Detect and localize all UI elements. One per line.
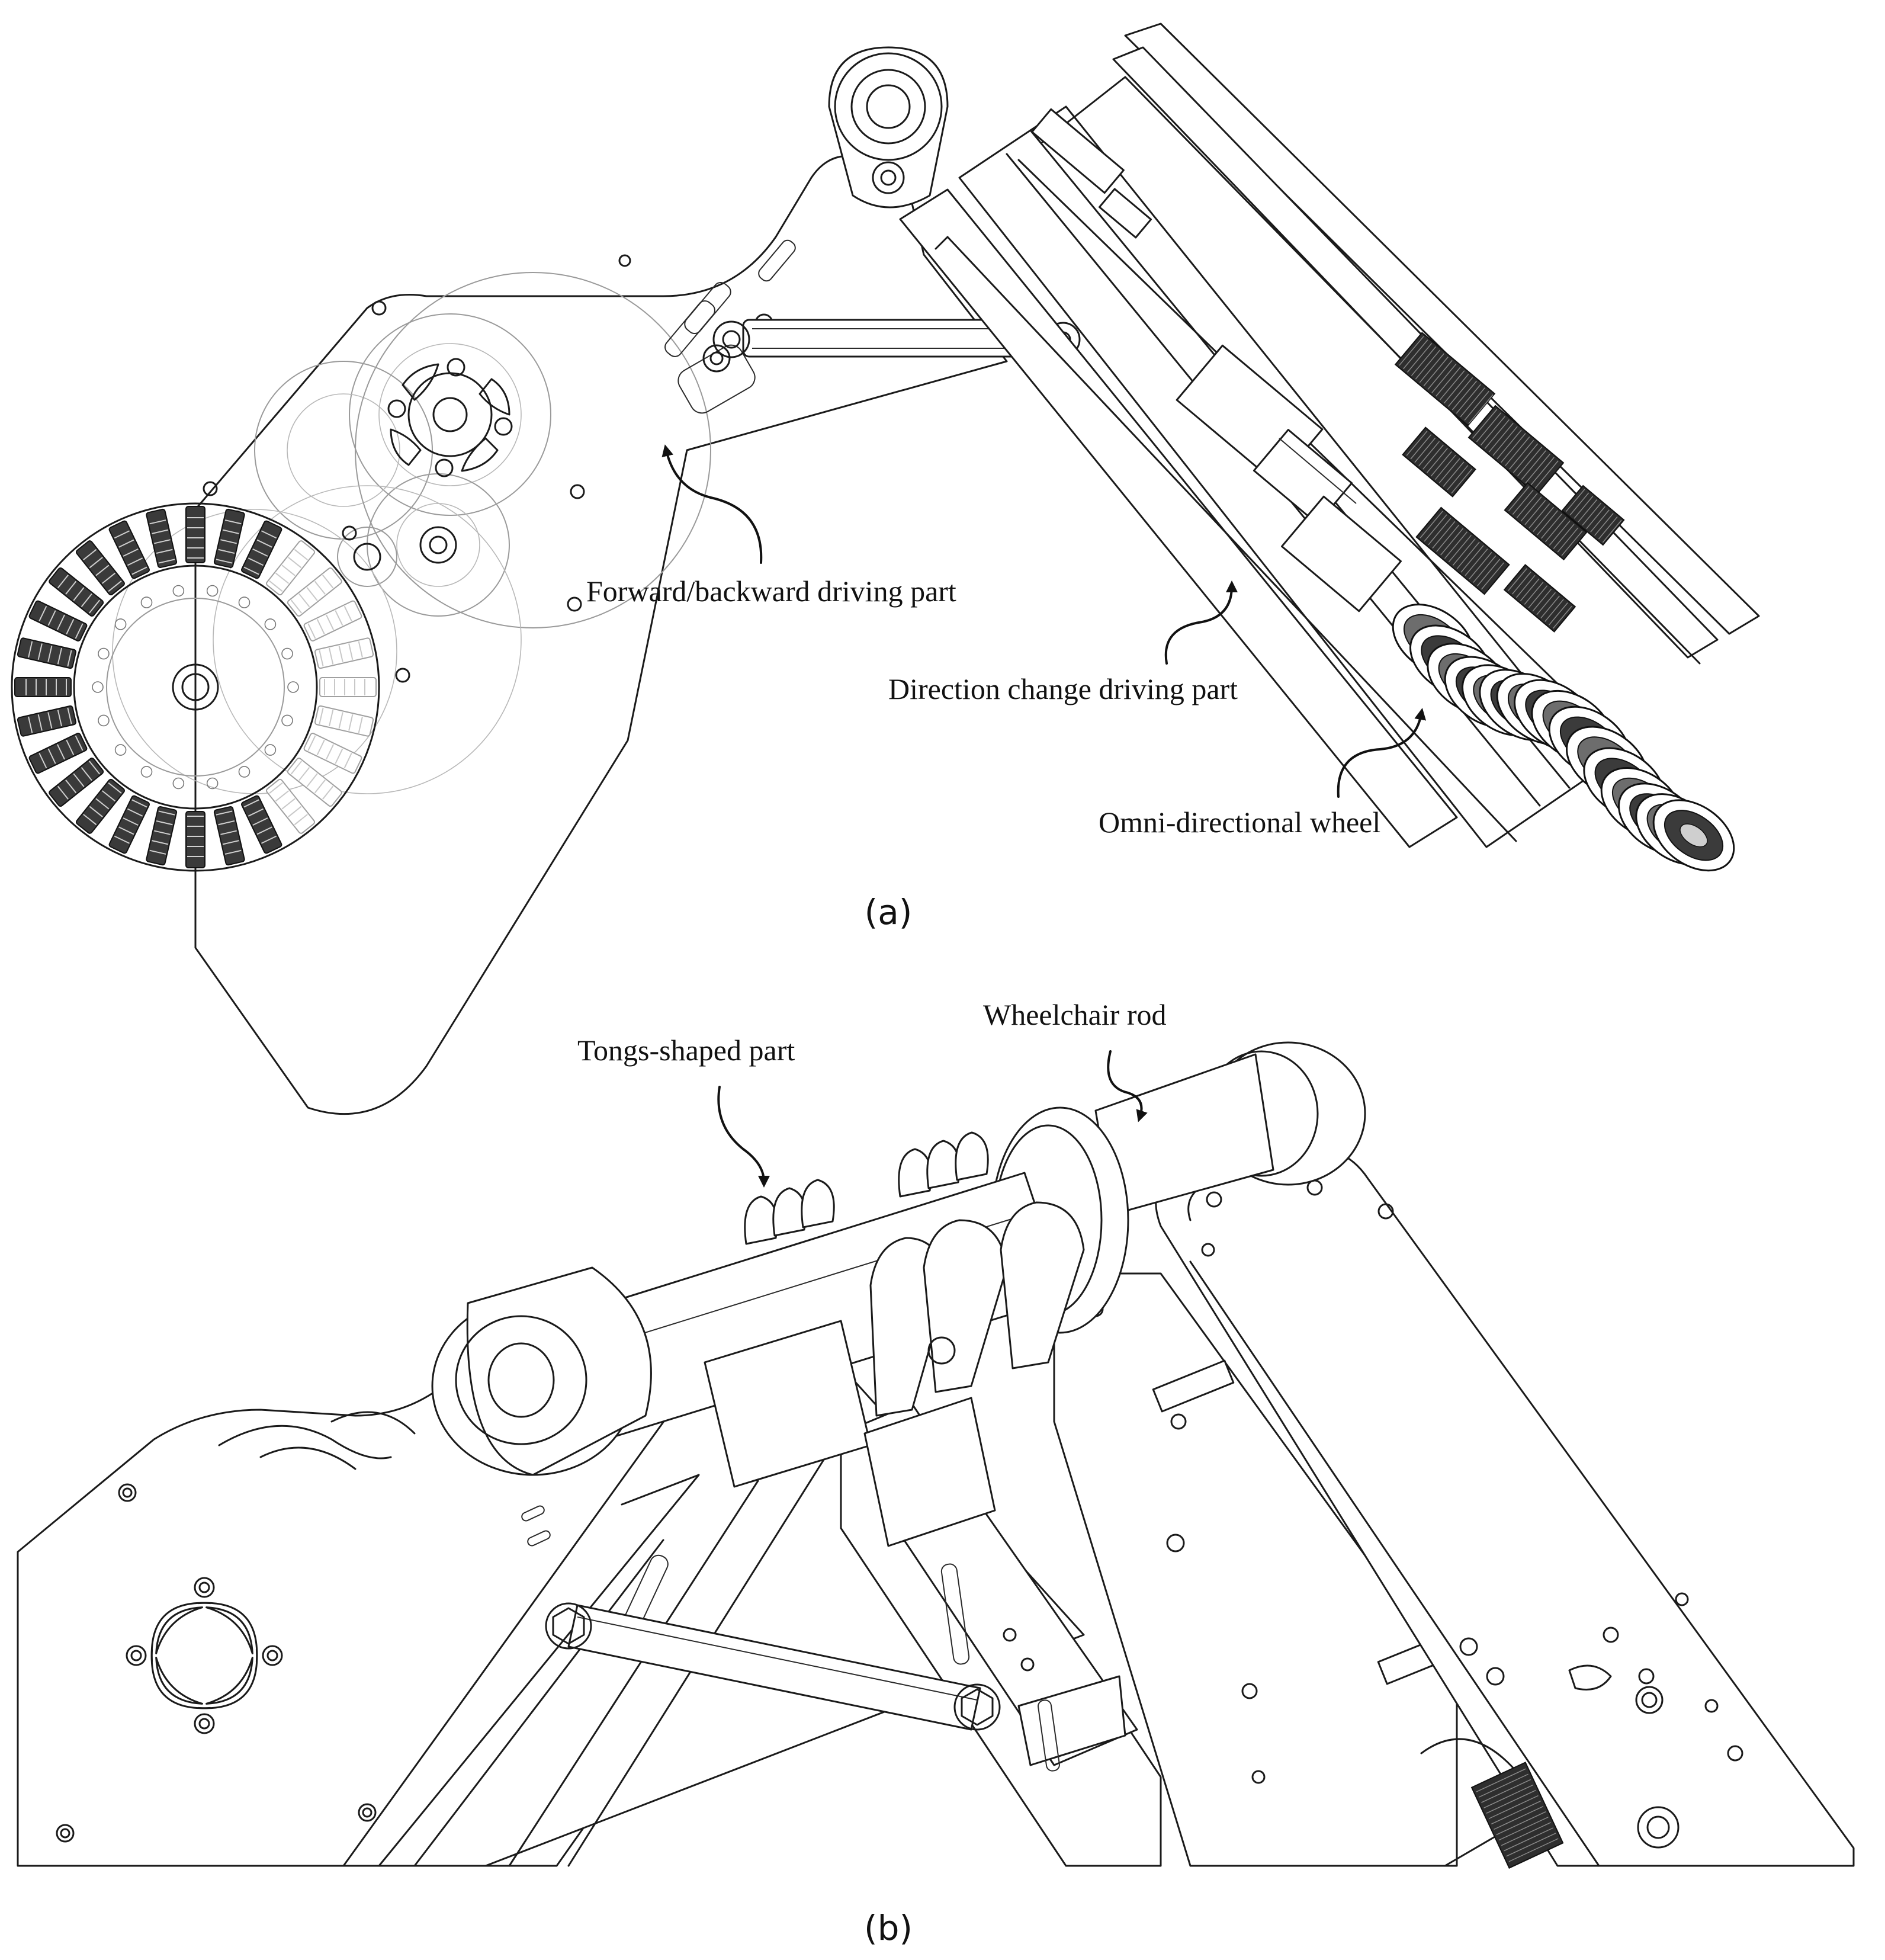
hub-slot-ring xyxy=(126,1577,283,1734)
center-hub xyxy=(353,358,513,571)
top-pivot-bracket xyxy=(828,46,949,208)
arrow-wheelchair-rod xyxy=(1107,1050,1148,1122)
label-direction-change: Direction change driving part xyxy=(888,672,1238,705)
panel-label-b: (b) xyxy=(864,1908,913,1948)
panel-a-drawing: Forward/backward driving part Direction … xyxy=(11,23,1760,1115)
label-omni-wheel: Omni-directional wheel xyxy=(1099,806,1380,839)
arrow-forward-backward xyxy=(661,444,763,564)
arrow-direction-change xyxy=(1164,580,1238,665)
arrow-omni-wheel xyxy=(1337,708,1427,798)
label-tongs: Tongs-shaped part xyxy=(577,1034,795,1067)
omni-wheel xyxy=(1392,604,1735,872)
motor-blocks xyxy=(1394,332,1625,633)
wheelchair-rod-assembly xyxy=(431,1041,1366,1547)
panel-b-drawing: Tongs-shaped part Wheelchair rod (b) xyxy=(17,998,1855,1948)
ghost-gear-train xyxy=(112,272,711,794)
plate-holes xyxy=(203,254,631,683)
label-wheelchair-rod: Wheelchair rod xyxy=(983,998,1167,1031)
cross-link-b xyxy=(545,1602,1001,1731)
direction-frame xyxy=(899,105,1600,848)
arrow-tongs xyxy=(717,1086,770,1188)
panel-label-a: (a) xyxy=(865,892,913,932)
drive-arm-plate xyxy=(194,155,1008,1115)
label-forward-backward: Forward/backward driving part xyxy=(586,575,956,608)
drive-wheel-left xyxy=(11,502,380,872)
